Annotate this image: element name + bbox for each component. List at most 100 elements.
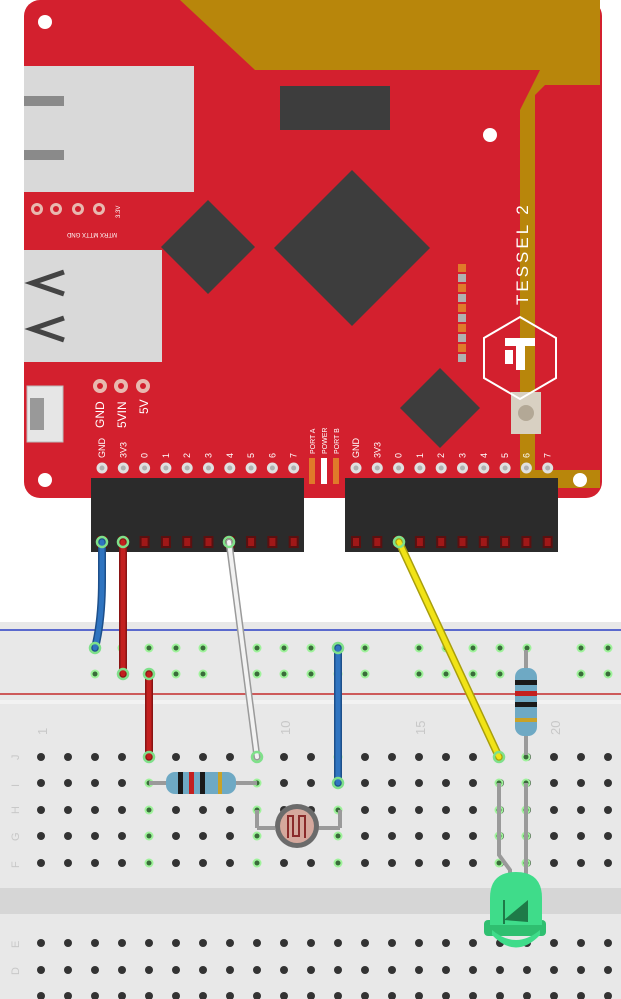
breadboard-hole — [307, 992, 315, 999]
connected-hole-center — [254, 833, 260, 839]
connected-hole-center — [92, 671, 98, 677]
pin-label: 6 — [267, 453, 277, 458]
breadboard-hole — [388, 859, 396, 867]
breadboard-hole — [550, 806, 558, 814]
pin-label: 7 — [543, 453, 553, 458]
reset-button-cap — [518, 405, 534, 421]
header-pad-hole — [269, 465, 275, 471]
breadboard-hole — [37, 992, 45, 999]
breadboard-hole — [145, 939, 153, 947]
power-pads — [93, 379, 150, 393]
breadboard-hole — [469, 806, 477, 814]
breadboard-hole — [469, 966, 477, 974]
breadboard-hole — [388, 992, 396, 999]
breadboard-hole — [361, 832, 369, 840]
header-pad-hole — [142, 465, 148, 471]
breadboard-hole — [361, 806, 369, 814]
breadboard-hole — [415, 753, 423, 761]
breadboard-hole — [226, 832, 234, 840]
breadboard-hole — [280, 939, 288, 947]
breadboard-hole — [118, 966, 126, 974]
header-socket-inner — [502, 538, 509, 546]
breadboard-hole — [415, 992, 423, 999]
resistor-vertical — [515, 650, 537, 755]
breadboard-hole — [64, 753, 72, 761]
breadboard-hole — [37, 806, 45, 814]
pin-label: 5 — [500, 453, 510, 458]
header-pad-hole — [291, 465, 297, 471]
breadboard-hole — [172, 992, 180, 999]
breadboard-hole — [577, 992, 585, 999]
breadboard-hole — [253, 992, 261, 999]
breadboard-hole — [442, 966, 450, 974]
uart-pads — [31, 203, 105, 215]
connected-hole-center — [362, 671, 368, 677]
breadboard-hole — [550, 966, 558, 974]
breadboard-hole — [604, 859, 612, 867]
breadboard-hole — [604, 992, 612, 999]
connected-hole-center — [146, 807, 152, 813]
breadboard-hole — [577, 966, 585, 974]
header-pad-hole — [227, 465, 233, 471]
breadboard-hole — [118, 859, 126, 867]
breadboard-hole — [469, 832, 477, 840]
connected-hole-center — [146, 860, 152, 866]
breadboard-hole — [361, 939, 369, 947]
breadboard-hole — [442, 939, 450, 947]
mount-hole — [483, 128, 497, 142]
breadboard-hole — [64, 779, 72, 787]
breadboard-hole — [91, 992, 99, 999]
breadboard-hole — [307, 939, 315, 947]
connected-hole-center — [200, 645, 206, 651]
breadboard-hole — [199, 992, 207, 999]
header-pad-hole — [438, 465, 444, 471]
breadboard-hole — [604, 966, 612, 974]
header-pad-hole — [248, 465, 254, 471]
connected-hole-center — [605, 645, 611, 651]
breadboard-hole — [388, 753, 396, 761]
header-pad-hole — [417, 465, 423, 471]
header-pad-hole — [353, 465, 359, 471]
breadboard-hole — [199, 859, 207, 867]
breadboard-hole — [253, 966, 261, 974]
chip-coprocessor — [400, 368, 480, 448]
connected-hole-center — [416, 645, 422, 651]
breadboard-hole — [280, 966, 288, 974]
breadboard-hole — [64, 966, 72, 974]
breadboard-hole — [64, 806, 72, 814]
connected-hole-center — [578, 671, 584, 677]
breadboard-hole — [604, 753, 612, 761]
pin-label: 3V3 — [372, 442, 382, 458]
connected-hole-center — [173, 671, 179, 677]
connected-hole-center — [497, 671, 503, 677]
breadboard-hole — [37, 753, 45, 761]
uart-label: MTRX MTTX GND — [66, 231, 117, 237]
header-pad-hole — [99, 465, 105, 471]
connected-hole-center — [523, 754, 529, 760]
header-pad-hole — [523, 465, 529, 471]
breadboard-hole — [388, 966, 396, 974]
brand-text: TESSEL 2 — [513, 202, 532, 305]
breadboard-hole — [172, 832, 180, 840]
breadboard-hole — [199, 939, 207, 947]
header-socket-inner — [269, 538, 276, 546]
pin-label: 0 — [140, 453, 150, 458]
breadboard-hole — [469, 939, 477, 947]
breadboard-hole — [226, 939, 234, 947]
breadboard-hole — [334, 939, 342, 947]
breadboard-hole — [469, 779, 477, 787]
breadboard-hole — [91, 832, 99, 840]
breadboard-hole — [145, 992, 153, 999]
column-number: 1 — [35, 728, 50, 735]
row-letter: H — [10, 806, 22, 814]
header-socket-inner — [290, 538, 297, 546]
breadboard-hole — [442, 779, 450, 787]
rail-divider — [0, 700, 621, 704]
breadboard-hole — [37, 859, 45, 867]
breadboard-hole — [280, 753, 288, 761]
pin-label: 1 — [161, 453, 171, 458]
breadboard-hole — [64, 992, 72, 999]
breadboard-hole — [37, 939, 45, 947]
breadboard-hole — [199, 832, 207, 840]
pin-label: 6 — [521, 453, 531, 458]
